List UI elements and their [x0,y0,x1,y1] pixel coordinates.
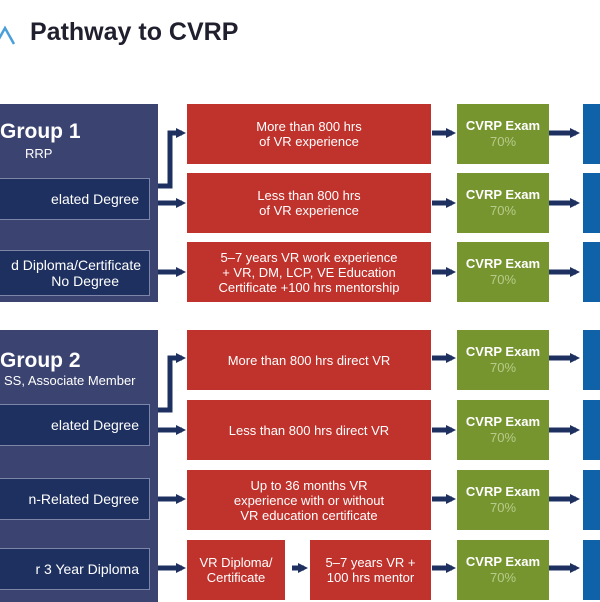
exam-label: CVRP Exam [465,554,541,569]
group-1-row-diploma: d Diploma/Certificate No Degree [0,250,150,296]
req-line: VR education certificate [240,507,378,523]
group-2-row-related-degree: elated Degree [0,404,150,446]
logo-icon [0,25,16,45]
exam-label: CVRP Exam [465,256,541,271]
outcome-box-g2-2 [583,400,600,460]
req-line: Less than 800 hrs direct VR [228,422,390,438]
requirement-g1-3: 5–7 years VR work experience + VR, DM, L… [187,242,431,302]
group-2-subtitle: SS, Associate Member [4,373,136,388]
group-1-title: Group 1 [0,120,81,143]
requirement-g1-2: Less than 800 hrs of VR experience [187,173,431,233]
group-2-title: Group 2 [0,349,81,372]
exam-box-g1-2: CVRP Exam 70% [457,173,549,233]
exam-box-g1-1: CVRP Exam 70% [457,104,549,164]
exam-label: CVRP Exam [465,187,541,202]
outcome-box-g2-1 [583,330,600,390]
requirement-g2-2: Less than 800 hrs direct VR [187,400,431,460]
row-label: elated Degree [51,191,139,207]
step-line: 100 hrs mentor [326,570,415,585]
exam-box-g2-4: CVRP Exam 70% [457,540,549,600]
req-line: Certificate +100 hrs mentorship [218,279,400,295]
req-line: of VR experience [259,203,359,218]
step-line: VR Diploma/ [199,555,273,570]
req-line: More than 800 hrs [256,119,362,134]
requirement-g2-3: Up to 36 months VR experience with or wi… [187,470,431,530]
row-label: n-Related Degree [28,491,139,507]
req-line: More than 800 hrs direct VR [227,352,391,368]
exam-pass-rate: 70% [489,272,517,287]
exam-label: CVRP Exam [465,118,541,133]
exam-pass-rate: 70% [489,203,517,218]
exam-pass-rate: 70% [489,570,517,585]
outcome-box-g1-1 [583,104,600,164]
group-1-row-related-degree: elated Degree [0,178,150,220]
step-line: 5–7 years VR + [325,555,416,570]
step-line: Certificate [206,570,266,585]
requirement-g1-1: More than 800 hrs of VR experience [187,104,431,164]
diploma-step-experience: 5–7 years VR + 100 hrs mentor [310,540,431,600]
diploma-step-certificate: VR Diploma/ Certificate [187,540,285,600]
exam-box-g2-2: CVRP Exam 70% [457,400,549,460]
exam-pass-rate: 70% [489,360,517,375]
requirement-g2-1: More than 800 hrs direct VR [187,330,431,390]
arrow-g1-to-req1 [158,128,186,189]
exam-pass-rate: 70% [489,430,517,445]
row-label: r 3 Year Diploma [35,561,139,577]
outcome-box-g1-3 [583,242,600,302]
exam-pass-rate: 70% [489,500,517,515]
page-title: Pathway to CVRP [30,18,239,46]
exam-pass-rate: 70% [489,134,517,149]
row-label-line-2: No Degree [51,273,119,289]
exam-label: CVRP Exam [465,484,541,499]
outcome-box-g2-4 [583,540,600,600]
group-2-row-non-related-degree: n-Related Degree [0,478,150,520]
group-2-row-3-year-diploma: r 3 Year Diploma [0,548,150,590]
row-label: elated Degree [51,417,139,433]
outcome-box-g1-2 [583,173,600,233]
row-label-line-1: d Diploma/Certificate [11,257,141,273]
exam-box-g2-3: CVRP Exam 70% [457,470,549,530]
req-line: 5–7 years VR work experience [220,249,398,265]
group-1-subtitle: RRP [25,146,53,161]
req-line: Up to 36 months VR [250,477,368,493]
exam-box-g2-1: CVRP Exam 70% [457,330,549,390]
outcome-box-g2-3 [583,470,600,530]
exam-label: CVRP Exam [465,344,541,359]
req-line: of VR experience [259,134,359,149]
req-line: Less than 800 hrs [257,188,361,203]
exam-box-g1-3: CVRP Exam 70% [457,242,549,302]
req-line: + VR, DM, LCP, VE Education [222,264,396,280]
arrow-g2-to-req1 [158,353,186,413]
exam-label: CVRP Exam [465,414,541,429]
req-line: experience with or without [233,492,385,508]
